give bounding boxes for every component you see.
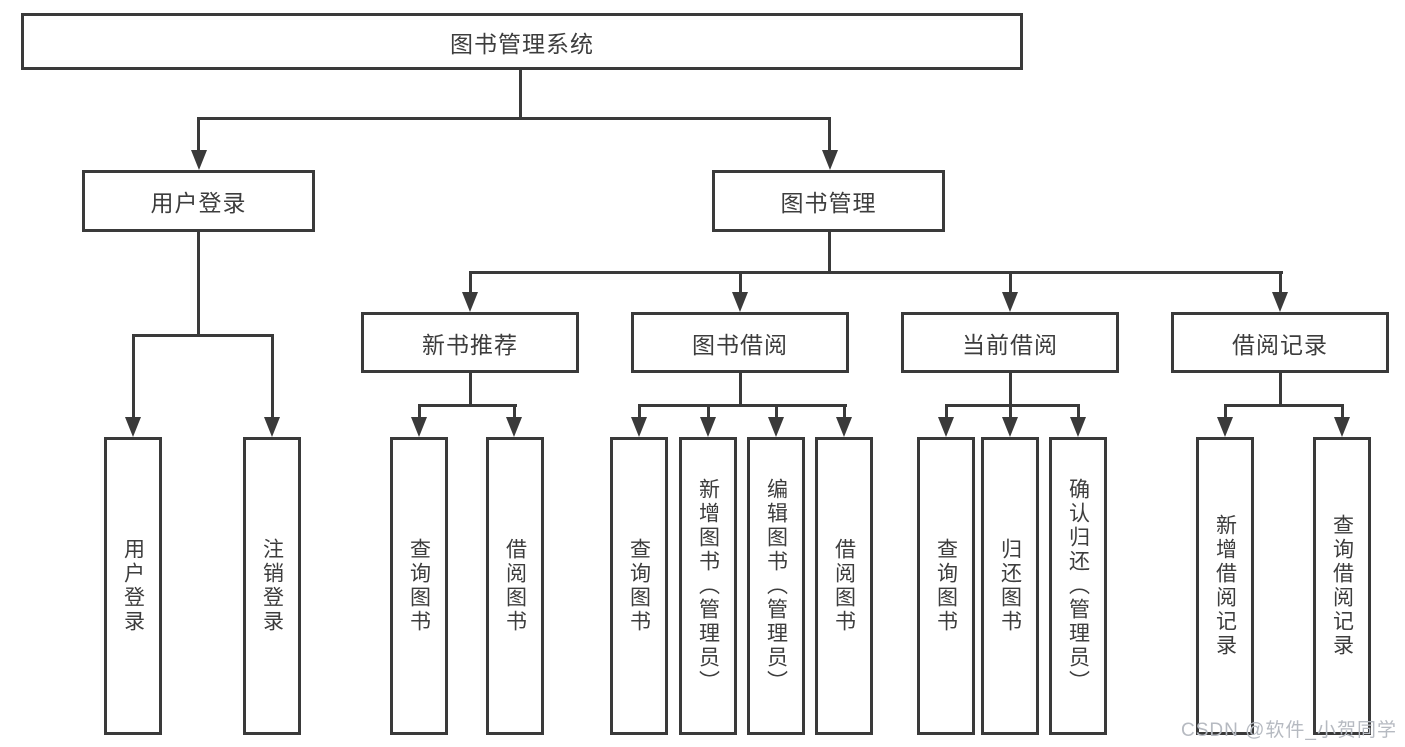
arrow-down-icon: [700, 417, 716, 437]
node-leaf-nb-borrow-book: 借阅图书: [486, 437, 544, 735]
arrow-down-icon: [506, 417, 522, 437]
node-book-borrow-label: 图书借阅: [692, 331, 788, 358]
connector-line: [828, 117, 831, 150]
node-new-book-recommend: 新书推荐: [361, 312, 579, 373]
connector-line: [469, 271, 1283, 274]
node-borrow-record: 借阅记录: [1171, 312, 1389, 373]
connector-line: [775, 404, 778, 417]
arrow-down-icon: [125, 417, 141, 437]
arrow-down-icon: [1002, 417, 1018, 437]
connector-line: [418, 404, 517, 407]
node-book-management: 图书管理: [712, 170, 945, 232]
leaf-label: 借阅图书: [832, 538, 856, 634]
node-current-borrow: 当前借阅: [901, 312, 1119, 373]
arrow-down-icon: [768, 417, 784, 437]
connector-line: [418, 404, 421, 417]
connector-line: [828, 232, 831, 274]
connector-line: [739, 373, 742, 407]
connector-line: [707, 404, 710, 417]
connector-line: [469, 373, 472, 407]
arrow-down-icon: [1070, 417, 1086, 437]
connector-line: [1224, 404, 1344, 407]
connector-line: [1009, 271, 1012, 292]
leaf-label: 查询借阅记录: [1330, 514, 1354, 658]
node-leaf-logout: 注销登录: [243, 437, 301, 735]
node-leaf-nb-query-book: 查询图书: [390, 437, 448, 735]
connector-line: [1279, 373, 1282, 407]
connector-line: [1009, 373, 1012, 407]
arrow-down-icon: [1272, 292, 1288, 312]
connector-line: [132, 334, 135, 417]
node-root-label: 图书管理系统: [450, 30, 594, 57]
connector-line: [1341, 404, 1344, 417]
leaf-label: 查询图书: [934, 538, 958, 634]
node-leaf-bb-add-book-admin: 新增图书（管理员）: [679, 437, 737, 735]
connector-line: [1224, 404, 1227, 417]
node-leaf-br-query-record: 查询借阅记录: [1313, 437, 1371, 735]
node-user-login: 用户登录: [82, 170, 315, 232]
node-leaf-user-login: 用户登录: [104, 437, 162, 735]
arrow-down-icon: [732, 292, 748, 312]
arrow-down-icon: [938, 417, 954, 437]
connector-line: [197, 232, 200, 335]
connector-line: [197, 117, 831, 120]
connector-line: [469, 271, 472, 292]
node-leaf-bb-borrow-book: 借阅图书: [815, 437, 873, 735]
connector-line: [513, 404, 516, 417]
connector-line: [945, 404, 948, 417]
leaf-label: 新增借阅记录: [1213, 514, 1237, 658]
connector-line: [271, 334, 274, 417]
node-book-borrow: 图书借阅: [631, 312, 849, 373]
node-root: 图书管理系统: [21, 13, 1023, 70]
connector-line: [197, 117, 200, 150]
leaf-label: 确认归还（管理员）: [1066, 478, 1090, 694]
node-book-management-label: 图书管理: [780, 190, 877, 216]
leaf-label: 查询图书: [627, 538, 651, 634]
arrow-down-icon: [264, 417, 280, 437]
arrow-down-icon: [1334, 417, 1350, 437]
leaf-label: 借阅图书: [503, 538, 527, 634]
node-leaf-cb-return-book: 归还图书: [981, 437, 1039, 735]
connector-line: [843, 404, 846, 417]
node-leaf-br-add-record: 新增借阅记录: [1196, 437, 1254, 735]
node-leaf-bb-edit-book-admin: 编辑图书（管理员）: [747, 437, 805, 735]
connector-line: [1009, 404, 1012, 417]
arrow-down-icon: [1217, 417, 1233, 437]
arrow-down-icon: [411, 417, 427, 437]
node-user-login-label: 用户登录: [150, 190, 247, 216]
leaf-label: 归还图书: [998, 538, 1022, 634]
arrow-down-icon: [1002, 292, 1018, 312]
connector-line: [1279, 271, 1282, 292]
connector-line: [132, 334, 274, 337]
node-current-borrow-label: 当前借阅: [962, 331, 1058, 358]
connector-line: [1077, 404, 1080, 417]
arrow-down-icon: [462, 292, 478, 312]
arrow-down-icon: [191, 150, 207, 170]
connector-line: [945, 404, 1080, 407]
leaf-label: 注销登录: [260, 538, 284, 634]
connector-line: [519, 70, 522, 118]
leaf-label: 新增图书（管理员）: [696, 478, 720, 694]
node-leaf-cb-query-book: 查询图书: [917, 437, 975, 735]
csdn-watermark: CSDN @软件_小贺同学: [1181, 720, 1397, 741]
arrow-down-icon: [836, 417, 852, 437]
leaf-label: 编辑图书（管理员）: [764, 478, 788, 694]
connector-line: [739, 271, 742, 292]
leaf-label: 查询图书: [407, 538, 431, 634]
leaf-label: 用户登录: [121, 538, 145, 634]
connector-line: [638, 404, 847, 407]
node-borrow-record-label: 借阅记录: [1232, 331, 1328, 358]
connector-line: [638, 404, 641, 417]
arrow-down-icon: [631, 417, 647, 437]
node-leaf-bb-query-book: 查询图书: [610, 437, 668, 735]
node-new-book-recommend-label: 新书推荐: [422, 331, 518, 358]
arrow-down-icon: [822, 150, 838, 170]
node-leaf-cb-confirm-return-admin: 确认归还（管理员）: [1049, 437, 1107, 735]
